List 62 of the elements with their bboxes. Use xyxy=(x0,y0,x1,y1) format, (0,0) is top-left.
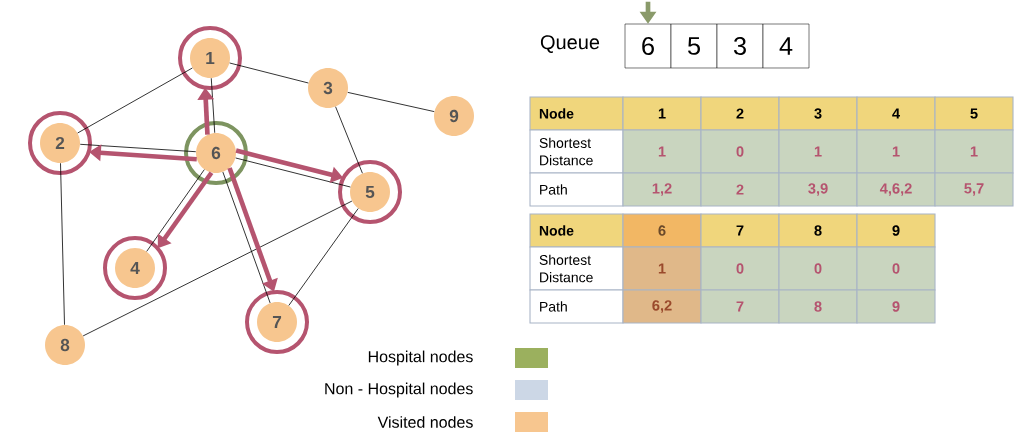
legend-label: Visited nodes xyxy=(377,416,473,428)
table-cell: 2 xyxy=(700,172,780,207)
edge-line xyxy=(222,171,271,304)
table-cell: 9 xyxy=(856,213,936,248)
circle-node: 8 xyxy=(45,325,85,365)
circle-node: 7 xyxy=(257,302,297,342)
table-cell: Shortest Distance xyxy=(529,246,624,291)
queue-cell: 6 xyxy=(624,23,672,69)
queue-cell: 4 xyxy=(762,23,810,69)
legend-label: Non - Hospital nodes xyxy=(325,382,473,398)
table-cell: 6 xyxy=(622,213,702,248)
table-cell: 7 xyxy=(700,289,780,324)
circle-node: 2 xyxy=(40,123,80,163)
circle-node: 6 xyxy=(196,133,236,173)
table-cell: 8 xyxy=(778,213,858,248)
table-cell: 8 xyxy=(778,289,858,324)
queue-label: Queue xyxy=(540,35,600,53)
table-cell: 1 xyxy=(934,129,1014,174)
queue-cell: 3 xyxy=(716,23,764,69)
table-cell: 5 xyxy=(934,96,1014,131)
table-cell: 1 xyxy=(856,129,936,174)
table-cell: Node xyxy=(529,213,624,248)
edge-line xyxy=(235,157,351,188)
circle-node: 4 xyxy=(115,248,155,288)
table-cell: 1 xyxy=(622,96,702,131)
table-cell: 1 xyxy=(622,129,702,174)
edge-line xyxy=(77,67,193,134)
table-cell: 7 xyxy=(700,213,780,248)
circle-node: 3 xyxy=(308,68,348,108)
table-cell: 0 xyxy=(778,246,858,291)
table-cell: 3,9 xyxy=(778,172,858,207)
table-cell: 4,6,2 xyxy=(856,172,936,207)
table-cell: 1 xyxy=(778,129,858,174)
edge-line xyxy=(210,77,216,134)
table-cell: 1,2 xyxy=(622,172,702,207)
table-cell: Path xyxy=(529,289,624,324)
legend-label: Hospital nodes xyxy=(368,350,473,366)
edge-line xyxy=(335,106,363,174)
table-cell: 9 xyxy=(856,289,936,324)
edge-line xyxy=(82,200,353,337)
table-cell: 1 xyxy=(622,246,702,291)
table-cell: 6,2 xyxy=(622,289,702,324)
edge-line xyxy=(79,143,197,153)
table-cell: 4 xyxy=(856,96,936,131)
edge-line xyxy=(229,62,309,84)
queue-cell: 5 xyxy=(670,23,718,69)
table-cell: 3 xyxy=(778,96,858,131)
table-cell: Path xyxy=(529,172,624,207)
circle-node: 9 xyxy=(434,96,474,136)
edge-line xyxy=(60,162,65,326)
table-cell: Node xyxy=(529,96,624,131)
table-cell: Shortest Distance xyxy=(529,129,624,174)
table-cell: 0 xyxy=(856,246,936,291)
edge-line xyxy=(146,169,205,252)
circle-node: 1 xyxy=(190,38,230,78)
edge-line xyxy=(347,92,435,112)
table-cell: 0 xyxy=(700,246,780,291)
table-cell: 5,7 xyxy=(934,172,1014,207)
circle-node: 5 xyxy=(350,172,390,212)
edge-line xyxy=(288,208,359,306)
table-cell: 0 xyxy=(700,129,780,174)
table-cell: 2 xyxy=(700,96,780,131)
